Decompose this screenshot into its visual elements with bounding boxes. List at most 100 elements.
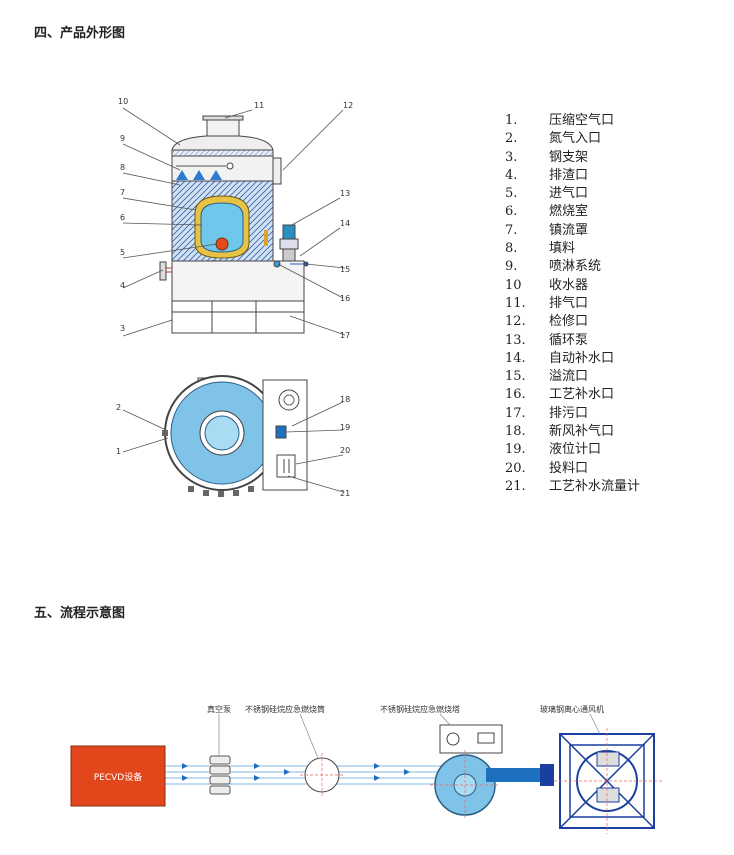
legend-item: 8. 填料: [505, 240, 640, 258]
legend-item: 1. 压缩空气口: [505, 112, 640, 130]
legend-item: 6.燃烧室: [505, 203, 640, 221]
legend-number: 11.: [505, 295, 526, 311]
legend-label: 燃烧室: [549, 204, 589, 220]
legend-item: 11. 排气口: [505, 295, 640, 313]
feed-port-20: [276, 454, 296, 478]
callout-15: 15: [340, 265, 350, 274]
legend-item: 19. 液位计口: [505, 441, 640, 459]
combustion-chamber: [200, 202, 244, 253]
legend-number: 9.: [505, 259, 518, 275]
callout-3: 3: [120, 324, 125, 333]
callout-16: 16: [340, 294, 350, 303]
legend-label: 自动补水口: [549, 350, 615, 366]
spray-nozzles: [176, 170, 222, 180]
callout-numbers: 10 11 12 9 8 7 6 5 4 3 13 14 15 16 17 2 …: [116, 97, 353, 498]
pecvd-label: PECVD设备: [94, 771, 143, 783]
callout-leaders: [122, 107, 346, 493]
legend-label: 液位计口: [549, 442, 602, 458]
callout-13: 13: [340, 189, 350, 198]
legend-item: 14. 自动补水口: [505, 350, 640, 368]
legend-number: 2.: [505, 131, 518, 147]
callout-2: 2: [116, 403, 121, 412]
vacuum-pump: [209, 755, 231, 795]
steel-support: [171, 300, 305, 334]
inlet-5: [215, 237, 229, 251]
callout-11: 11: [254, 101, 264, 110]
callout-18: 18: [340, 395, 350, 404]
callout-17: 17: [340, 331, 350, 340]
flow-arrows: [182, 763, 410, 781]
spray-section: [171, 155, 274, 182]
legend-item: 17.排污口: [505, 405, 640, 423]
legend-label: 压缩空气口: [549, 113, 615, 128]
section-5-title: 五、流程示意图: [34, 606, 126, 621]
legend-label: 循环泵: [549, 332, 589, 348]
section-4-title: 四、产品外形图: [34, 26, 126, 41]
pecvd-equipment: [70, 745, 166, 807]
callout-12: 12: [343, 101, 353, 110]
legend-number: 13.: [505, 332, 526, 348]
legend-number: 16.: [505, 387, 526, 403]
legend-label: 工艺补水口: [549, 387, 615, 403]
legend-item: 5.进气口: [505, 185, 640, 203]
legend-label: 填料: [549, 241, 576, 257]
legend-label: 钢支架: [549, 149, 589, 165]
legend-number: 1.: [505, 113, 518, 128]
legend-number: 7.: [505, 222, 518, 238]
legend-item: 7. 镇流罩: [505, 222, 640, 240]
legend-label: 检修口: [549, 314, 589, 330]
duct: [486, 768, 546, 782]
legend-number: 21.: [505, 478, 526, 494]
legend-number: 12.: [505, 314, 526, 330]
flow-diagram: PECVD设备 真空泵 不锈钢硅烷应急燃烧筒 不锈钢硅烷应急燃烧塔: [70, 704, 662, 834]
legend-label: 喷淋系统: [549, 259, 602, 275]
legend-item: 2. 氮气入口: [505, 130, 640, 148]
callout-10: 10: [118, 97, 128, 106]
legend-label: 溢流口: [549, 369, 589, 385]
fan-label: 玻璃钢离心通风机: [540, 704, 604, 714]
legend-number: 14.: [505, 350, 526, 366]
tower-dome: [171, 135, 274, 151]
legend-label: 进气口: [549, 186, 589, 202]
tower-side-view: [159, 115, 309, 334]
legend-item: 20. 投料口: [505, 460, 640, 478]
callout-14: 14: [340, 219, 350, 228]
callout-6: 6: [120, 213, 125, 222]
legend-number: 18.: [505, 424, 526, 440]
callout-8: 8: [120, 163, 125, 172]
legend-label: 工艺补水流量计: [549, 478, 641, 494]
legend-label: 氮气入口: [549, 131, 602, 147]
vacuum-pump-label: 真空泵: [207, 704, 231, 714]
legend-item: 9. 喷淋系统: [505, 258, 640, 276]
callout-20: 20: [340, 446, 350, 455]
legend-item: 16. 工艺补水口: [505, 386, 640, 404]
legend-label: 新风补气口: [549, 424, 615, 440]
legend-number: 20.: [505, 460, 526, 476]
legend-label: 排气口: [549, 295, 589, 311]
legend-number: 3.: [505, 149, 518, 165]
legend-item: 21. 工艺补水流量计: [505, 478, 640, 496]
callout-19: 19: [340, 423, 350, 432]
callout-21: 21: [340, 489, 350, 498]
legend-number: 17.: [505, 405, 526, 421]
burner-tower-label: 不锈钢硅烷应急燃烧塔: [380, 704, 460, 714]
legend-number: 10: [505, 277, 522, 293]
callout-4: 4: [120, 281, 125, 290]
tower-top-view: [162, 375, 308, 497]
legend-label: 镇流罩: [549, 222, 589, 238]
legend-number: 19.: [505, 442, 526, 458]
legend-number: 8.: [505, 241, 518, 257]
legend-item: 12. 检修口: [505, 313, 640, 331]
circulation-pump: [282, 224, 296, 240]
legend-item: 13. 循环泵: [505, 332, 640, 350]
callout-5: 5: [120, 248, 125, 257]
legend-item: 4.排渣口: [505, 167, 640, 185]
legend-number: 15.: [505, 369, 526, 385]
burner-tube-label: 不锈钢硅烷应急燃烧筒: [245, 704, 325, 714]
legend-label: 投料口: [549, 460, 589, 476]
level-gauge-19: [275, 425, 287, 439]
legend-label: 排渣口: [549, 167, 589, 183]
